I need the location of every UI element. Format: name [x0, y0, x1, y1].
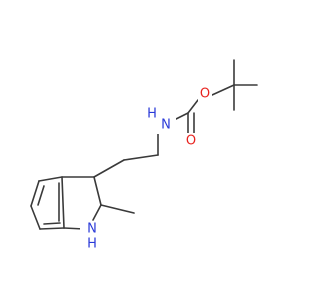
benzene-inner-bond-2	[43, 222, 61, 225]
benzene-bond-c4-c5	[30, 180, 40, 207]
benzene-bond-c5-c6	[30, 205, 41, 230]
chain-bond-2	[123, 154, 159, 161]
carbamate-hydrogen-text: H	[147, 107, 157, 122]
carbonyl-oxygen-text: O	[186, 134, 196, 149]
carbamate-nitrogen-label: H N	[144, 107, 176, 134]
benzene-bond-c3a-c4	[38, 176, 63, 182]
structure-canvas: O O H N N H	[30, 59, 258, 252]
ester-oxygen-label: O	[198, 86, 212, 102]
indoline-nitrogen-label: N H	[80, 221, 106, 252]
ester-oxygen-text: O	[200, 87, 210, 102]
atom-labels: O O H N N H	[80, 86, 212, 252]
ring-c2-to-methyl-bond	[100, 204, 135, 214]
benzene-bond-c7a-c3a	[61, 176, 65, 229]
molecule-diagram: O O H N N H	[30, 59, 258, 252]
ring-c3-to-c2-bond	[93, 176, 102, 206]
indoline-nitrogen-text: N	[87, 222, 97, 237]
carbonyl-oxygen-label: O	[184, 133, 198, 149]
carbamate-nitrogen-text: N	[161, 118, 171, 133]
tbutyl-to-oxygen-bond	[211, 84, 235, 96]
benzene-bond-c6-c7	[39, 227, 65, 230]
benzene-inner-bond-1	[37, 185, 45, 206]
carbonyl-to-nitrogen-bond	[175, 112, 189, 120]
bonds	[30, 59, 258, 230]
oxygen-to-carbonyl-bond	[187, 99, 199, 114]
indoline-hydrogen-text: H	[87, 237, 97, 252]
ring-c2-to-nitrogen-bond	[92, 204, 102, 221]
chain-to-ring-bond	[93, 159, 125, 178]
